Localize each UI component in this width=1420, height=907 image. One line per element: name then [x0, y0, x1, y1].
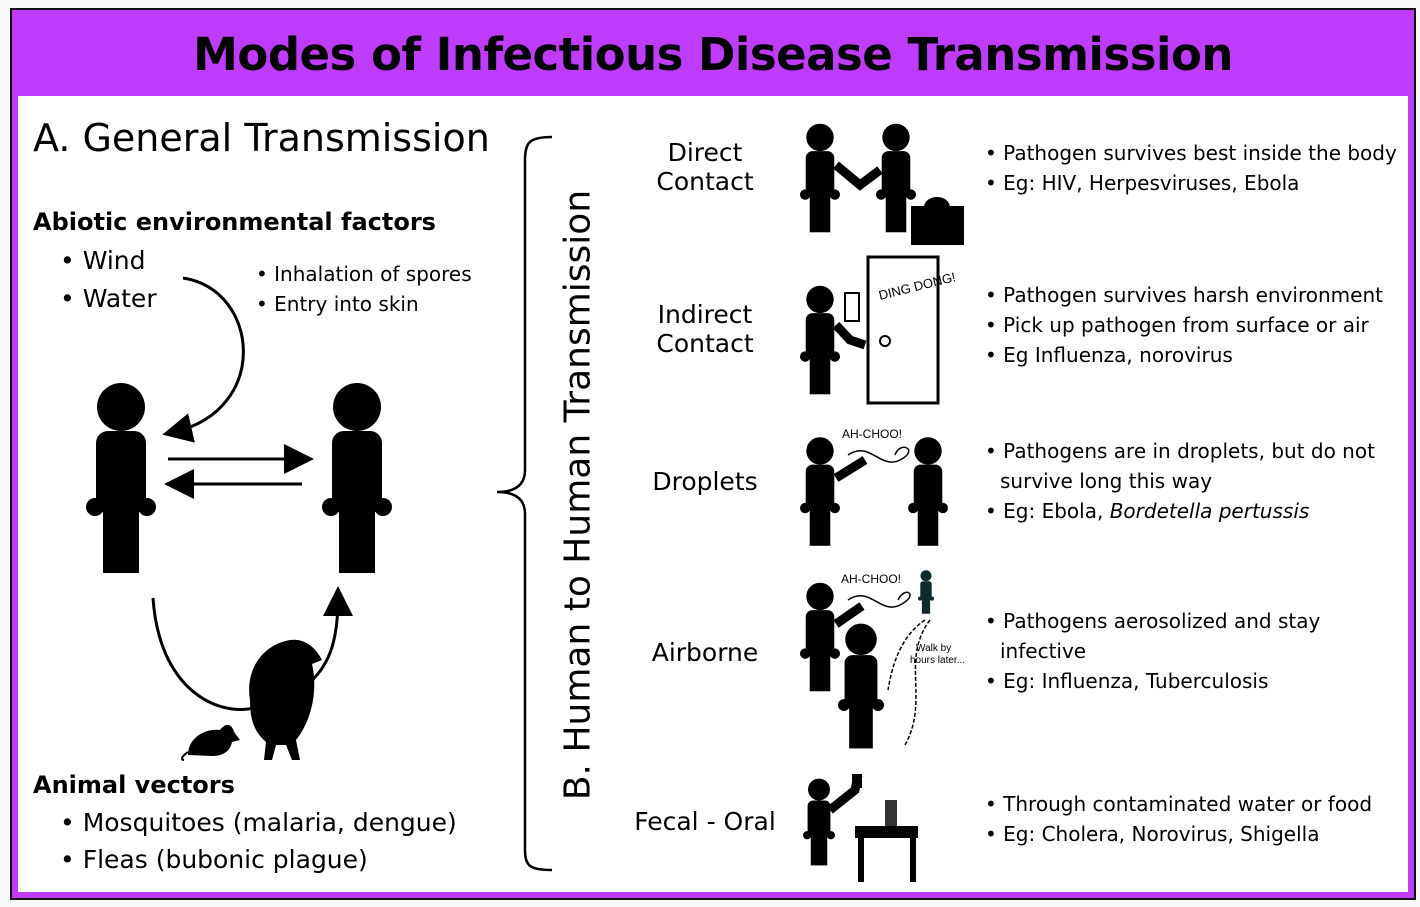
- mode-bullets-fecal-oral: • Through contaminated water or food• Eg…: [985, 792, 1373, 846]
- mode-label-fecal-oral: Fecal - Oral: [634, 807, 776, 836]
- mode-label-droplets: Droplets: [652, 467, 758, 496]
- page-title: Modes of Infectious Disease Transmission: [193, 28, 1233, 81]
- mode-label-airborne: Airborne: [651, 638, 759, 667]
- route-item: • Entry into skin: [256, 292, 419, 316]
- content-panel: [18, 96, 1408, 892]
- crow-icon: [249, 639, 322, 760]
- ah-choo-text: AH-CHOO!: [842, 427, 902, 441]
- rat-icon: [180, 724, 240, 761]
- vector-item: • Mosquitoes (malaria, dengue): [60, 808, 457, 837]
- abiotic-heading: Abiotic environmental factors: [33, 208, 436, 236]
- environment-arrow: [162, 276, 245, 443]
- abiotic-item: • Water: [60, 284, 157, 313]
- walk-by-text: hours later...: [910, 655, 965, 666]
- handshake-icon: [800, 123, 964, 245]
- walk-by-text: Walk by: [916, 643, 951, 654]
- sneeze-icon: AH-CHOO!: [800, 427, 948, 546]
- animal-vectors-heading: Animal vectors: [33, 771, 235, 799]
- route-item: • Inhalation of spores: [256, 262, 472, 286]
- mode-bullets-indirect-contact: • Pathogen survives harsh environment• P…: [985, 283, 1383, 367]
- diagram-frame: Modes of Infectious Disease Transmission: [10, 8, 1416, 900]
- mode-bullets-direct-contact: • Pathogen survives best inside the body…: [985, 141, 1397, 195]
- bag-icon: [911, 197, 964, 245]
- section-a-heading: A. General Transmission: [33, 116, 490, 160]
- doorbell-icon: DING DONG!: [800, 255, 957, 405]
- abiotic-item: • Wind: [60, 246, 146, 275]
- vector-item: • Fleas (bubonic plague): [60, 845, 368, 874]
- airborne-icon: AH-CHOO! Walk by hours later...: [800, 570, 965, 749]
- drinking-icon: [803, 774, 918, 882]
- ah-choo-text: AH-CHOO!: [841, 572, 901, 586]
